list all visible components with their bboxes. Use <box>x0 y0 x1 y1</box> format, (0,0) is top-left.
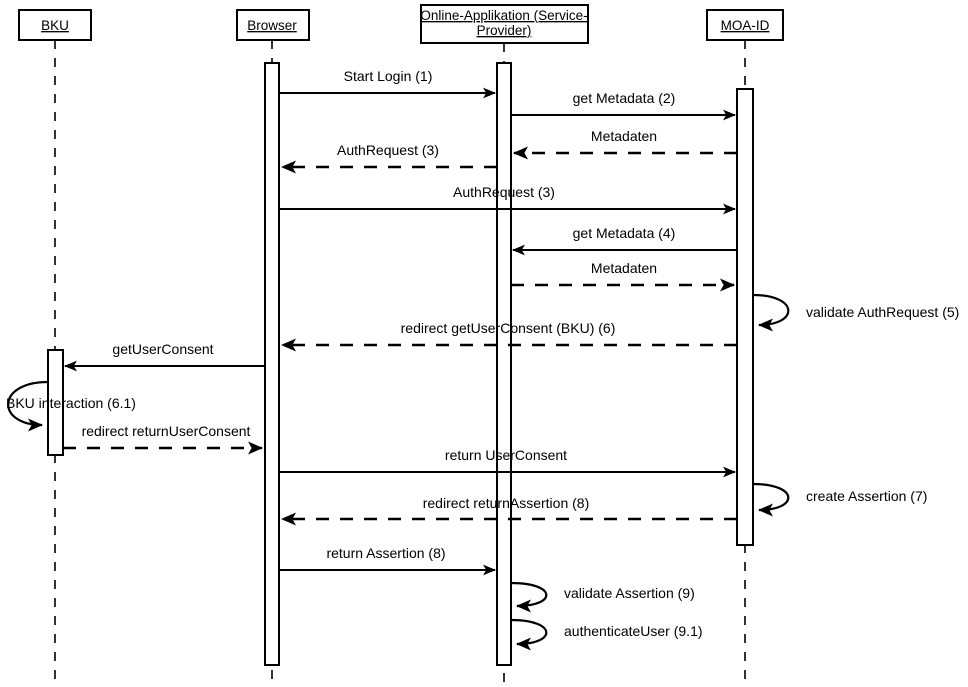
message-sp-to-moaid-7[interactable]: Metadaten <box>511 260 735 292</box>
message-label: Metadaten <box>591 260 657 276</box>
message-label: get Metadata (4) <box>573 225 676 241</box>
self-message-arc <box>510 581 548 613</box>
message-moaid-to-browser-12[interactable]: redirect returnAssertion (8) <box>281 495 737 526</box>
activation-bar-moaid[interactable] <box>736 88 754 546</box>
message-label: Metadaten <box>591 128 657 144</box>
message-label: return Assertion (8) <box>326 545 445 561</box>
self-message-arc <box>752 293 790 332</box>
self-message-arc <box>510 618 548 651</box>
message-moaid-to-sp-3[interactable]: Metadaten <box>513 128 737 160</box>
self-message-arc <box>7 380 49 432</box>
message-label: return UserConsent <box>445 447 567 463</box>
lifeline-header-box-bku[interactable] <box>18 9 92 41</box>
message-label: get Metadata (2) <box>573 90 676 106</box>
self-messages-layer: validate AuthRequest (5) BKU interaction … <box>6 293 959 651</box>
message-bku-to-browser-10[interactable]: redirect returnUserConsent <box>63 423 263 455</box>
lifeline-header-box-moaid[interactable] <box>706 9 784 41</box>
self-message-create-assertion[interactable]: create Assertion (7) <box>752 482 927 517</box>
message-label: AuthRequest (3) <box>337 142 439 158</box>
message-label: AuthRequest (3) <box>453 184 555 200</box>
self-message-label: create Assertion (7) <box>806 488 927 504</box>
lifeline-moaid[interactable]: MOA-ID <box>706 9 784 682</box>
message-sp-to-browser-4[interactable]: AuthRequest (3) <box>281 142 497 174</box>
lifeline-label-bku: BKU <box>41 18 69 33</box>
lifelines-layer: BKU Browser Online-Applikation (Service-Pr… <box>18 4 784 682</box>
message-label: redirect returnAssertion (8) <box>423 495 590 511</box>
message-label: redirect returnUserConsent <box>82 423 251 439</box>
message-browser-to-bku-9[interactable]: getUserConsent <box>64 341 265 372</box>
self-message-validate-assertion[interactable]: validate Assertion (9) <box>510 581 695 613</box>
message-browser-to-moaid-5[interactable]: AuthRequest (3) <box>279 184 736 215</box>
activation-bar-browser[interactable] <box>264 62 280 666</box>
message-browser-to-sp-1[interactable]: Start Login (1) <box>279 68 496 99</box>
lifeline-label-sp: Online-Applikation (Service-Provider) <box>420 8 587 38</box>
lifeline-bku[interactable]: BKU <box>18 9 92 682</box>
message-moaid-to-sp-6[interactable]: get Metadata (4) <box>512 225 737 256</box>
self-message-authenticate-user[interactable]: authenticateUser (9.1) <box>510 618 703 651</box>
message-label: redirect getUserConsent (BKU) (6) <box>401 320 616 336</box>
activation-bar-bku[interactable] <box>47 349 64 456</box>
self-message-label: BKU interaction (6.1) <box>6 395 136 411</box>
activations-layer <box>47 62 754 666</box>
lifeline-label-moaid: MOA-ID <box>721 18 770 33</box>
self-message-bku-interaction[interactable]: BKU interaction (6.1) <box>6 380 136 432</box>
self-message-label: validate Assertion (9) <box>564 585 695 601</box>
lifeline-header-box-browser[interactable] <box>236 9 310 41</box>
self-message-label: validate AuthRequest (5) <box>806 304 959 320</box>
message-browser-to-moaid-11[interactable]: return UserConsent <box>279 447 736 478</box>
self-message-label: authenticateUser (9.1) <box>564 623 703 639</box>
message-browser-to-sp-13[interactable]: return Assertion (8) <box>279 545 496 576</box>
lifeline-header-box-sp[interactable] <box>420 4 589 44</box>
lifeline-sp[interactable]: Online-Applikation (Service-Provider) <box>420 4 589 682</box>
self-message-arc <box>752 482 790 517</box>
lifeline-browser[interactable]: Browser <box>236 9 310 682</box>
message-sp-to-moaid-2[interactable]: get Metadata (2) <box>511 90 736 121</box>
message-moaid-to-browser-8[interactable]: redirect getUserConsent (BKU) (6) <box>281 320 737 352</box>
self-message-validate-authrequest[interactable]: validate AuthRequest (5) <box>752 293 959 332</box>
message-label: Start Login (1) <box>344 68 433 84</box>
activation-bar-sp[interactable] <box>496 62 512 666</box>
message-label: getUserConsent <box>112 341 213 357</box>
lifeline-label-browser: Browser <box>247 18 297 33</box>
messages-layer: Start Login (1) get Metadata (2) Metadaten… <box>63 68 737 576</box>
